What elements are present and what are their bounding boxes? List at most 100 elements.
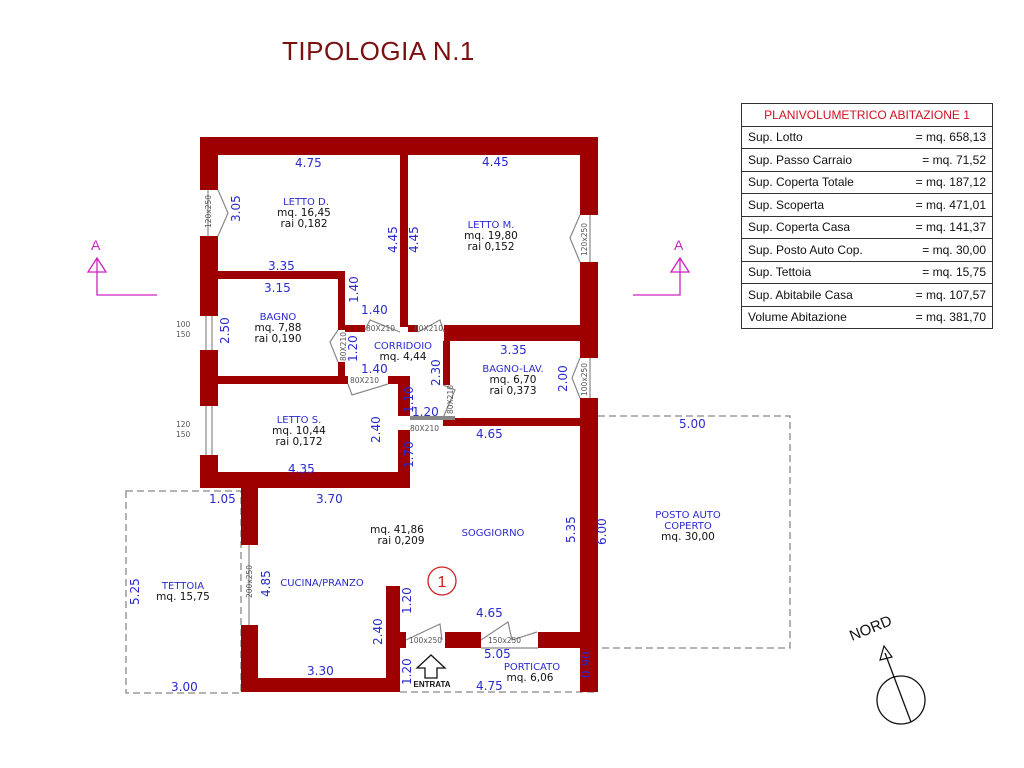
- table-row: Sup. Abitabile Casa= mq. 107,57: [741, 283, 993, 307]
- table-row: Sup. Tettoia= mq. 15,75: [741, 260, 993, 284]
- row-value: = mq. 71,52: [922, 152, 986, 167]
- section-marker-left: A: [86, 237, 157, 296]
- table-row: Volume Abitazione= mq. 381,70: [741, 305, 993, 329]
- dimension: 5.25: [128, 578, 142, 605]
- window-label: 120x250: [204, 195, 213, 228]
- row-value: = mq. 471,01: [915, 197, 986, 212]
- room-rai: rai 0,209: [377, 535, 424, 547]
- room-name: CUCINA/PRANZO: [280, 578, 364, 589]
- room-name: BAGNO: [260, 312, 297, 323]
- door-label: 80X210: [414, 324, 443, 333]
- room-name: BAGNO-LAV.: [482, 364, 543, 375]
- room-name: PORTICATO: [504, 662, 560, 673]
- dimension: 4.75: [476, 679, 503, 693]
- room-name: LETTO D.: [283, 197, 329, 208]
- window-label: 120x250: [580, 223, 589, 256]
- row-label: Sup. Coperta Casa: [748, 220, 851, 235]
- walls: [200, 137, 598, 692]
- door-label: 80X210: [446, 385, 455, 414]
- room-rai: rai 0,172: [275, 436, 322, 448]
- room-area: mq. 41,86: [370, 524, 424, 536]
- dimension: 3.35: [500, 343, 527, 357]
- row-value: = mq. 141,37: [915, 220, 986, 235]
- page-title: TIPOLOGIA N.1: [282, 36, 475, 66]
- door-label: 80X210: [410, 424, 439, 433]
- door-label: 80X210: [366, 324, 395, 333]
- posto-auto-outline: [598, 415, 791, 649]
- row-label: Sup. Scoperta: [748, 197, 825, 212]
- room-area: mq. 4,44: [380, 351, 427, 363]
- table-header: PLANIVOLUMETRICO ABITAZIONE 1: [741, 103, 993, 127]
- dimension: 3.05: [229, 195, 243, 222]
- table-row: Sup. Coperta Totale= mq. 187,12: [741, 170, 993, 194]
- table-row: Sup. Passo Carraio= mq. 71,52: [741, 148, 993, 172]
- room-area: mq. 15,75: [156, 591, 210, 603]
- row-label: Sup. Abitabile Casa: [748, 287, 853, 302]
- window-label: 100x250: [580, 363, 589, 396]
- window-label: 100: [176, 320, 191, 329]
- dimension: 3.15: [264, 281, 291, 295]
- section-label: A: [674, 237, 684, 253]
- unit-number-marker: 1: [427, 566, 457, 596]
- dimension: 2.40: [369, 416, 383, 443]
- dimension: 4.65: [476, 606, 503, 620]
- dimension: 4.75: [295, 156, 322, 170]
- dimension: 1.10: [402, 386, 416, 413]
- door-label: 100x250: [409, 636, 442, 645]
- dimension: 5.35: [564, 516, 578, 543]
- table-row: Sup. Posto Auto Cop.= mq. 30,00: [741, 238, 993, 262]
- dimension: 4.45: [482, 155, 509, 169]
- row-value: = mq. 381,70: [915, 310, 986, 325]
- dimension: 3.30: [307, 664, 334, 678]
- dimension: 5.05: [484, 647, 511, 661]
- room-name: SOGGIORNO: [462, 528, 525, 539]
- dimension: 1.05: [209, 492, 236, 506]
- dimension: 4.45: [386, 226, 400, 253]
- dimensions: 4.75 4.45 3.05 4.45 4.45 3.35 3.15 1.40 …: [128, 155, 706, 694]
- dimension: 4.35: [288, 462, 315, 476]
- dimension: 4.85: [259, 570, 273, 597]
- dimension: 6.00: [595, 518, 609, 545]
- row-label: Sup. Coperta Totale: [748, 175, 854, 190]
- dimension: 1.20: [400, 587, 414, 614]
- dimension: 2.00: [556, 365, 570, 392]
- table-row: Sup. Coperta Casa = mq. 141,37: [741, 215, 993, 239]
- dimension: 3.35: [268, 259, 295, 273]
- dimension: 1.20: [412, 405, 439, 419]
- dimension: 4.45: [407, 226, 421, 253]
- dimension: 3.70: [316, 492, 343, 506]
- room-name: LETTO M.: [468, 220, 515, 231]
- dimension: 1.40: [347, 276, 361, 303]
- section-marker-right: A: [633, 237, 691, 296]
- dimension: 1.20: [400, 658, 414, 685]
- openings: [205, 189, 591, 649]
- dimension: 2.50: [218, 317, 232, 344]
- room-rai: rai 0,152: [467, 241, 514, 253]
- row-label: Sup. Posto Auto Cop.: [748, 242, 863, 257]
- table-row: Sup. Lotto = mq. 658,13: [741, 125, 993, 149]
- room-area: mq. 6,70: [490, 374, 537, 386]
- room-rai: rai 0,373: [489, 385, 536, 397]
- room-name: LETTO S.: [277, 415, 322, 426]
- row-value: = mq. 658,13: [915, 130, 986, 145]
- window-label: 150x250: [488, 636, 521, 645]
- room-rai: rai 0,190: [254, 333, 301, 345]
- north-arrow-icon: NORD: [847, 612, 926, 725]
- room-name: CORRIDOIO: [374, 341, 432, 352]
- dimension: 3.00: [171, 680, 198, 694]
- dimension: 1.40: [361, 362, 388, 376]
- window-label: 150: [176, 430, 191, 439]
- dimension: 2.40: [371, 618, 385, 645]
- window-label: 120: [176, 420, 191, 429]
- row-value: = mq. 15,75: [922, 265, 986, 280]
- dimension: 1.70: [402, 441, 416, 468]
- dimension: 4.65: [476, 427, 503, 441]
- room-rai: rai 0,182: [280, 218, 327, 230]
- room-area: mq. 7,88: [255, 322, 302, 334]
- room-area: mq. 16,45: [277, 207, 331, 219]
- room-name: POSTO AUTO: [655, 510, 721, 521]
- room-labels: LETTO D. mq. 16,45 rai 0,182 LETTO M. mq…: [156, 197, 721, 684]
- door-label: 80X210: [339, 332, 348, 361]
- dimension: 0.90: [579, 651, 593, 678]
- row-label: Sup. Lotto: [748, 130, 803, 145]
